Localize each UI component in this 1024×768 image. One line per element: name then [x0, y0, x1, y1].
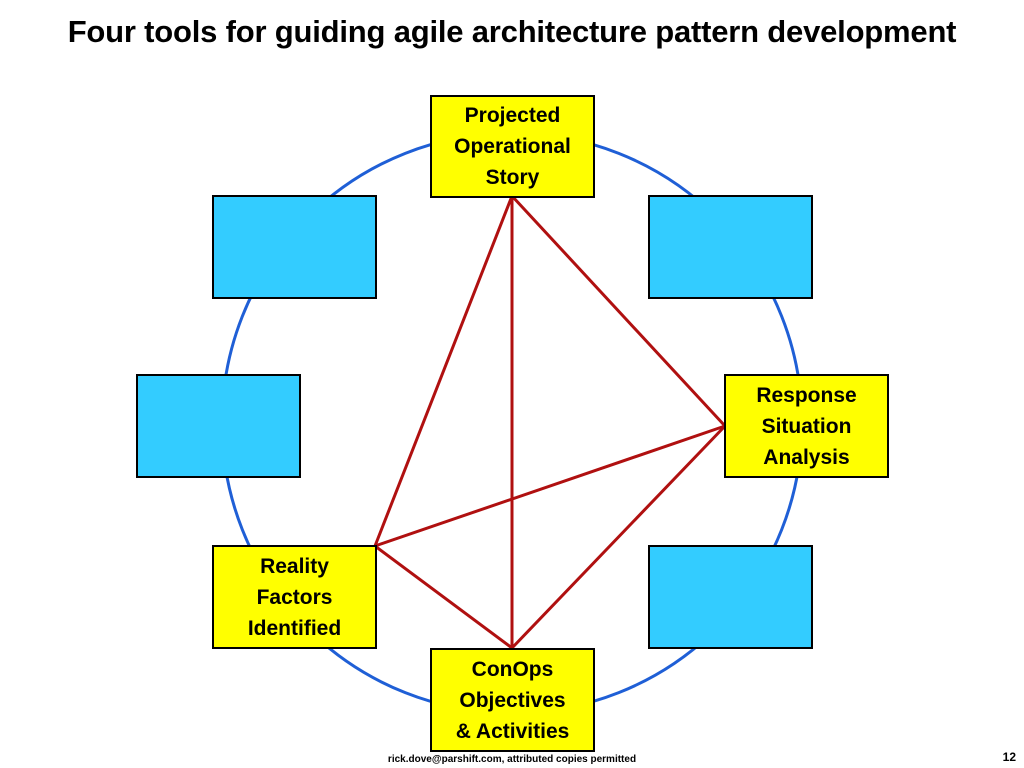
node-response-situation-analysis: Response Situation Analysis: [724, 374, 889, 478]
node-conops-line-1: ConOps: [471, 657, 554, 681]
node-projected-operational-story: Projected Operational Story: [430, 95, 595, 198]
node-projected-line-1: Projected: [464, 104, 561, 127]
line-response-conops: [510, 424, 727, 650]
node-conops-line-3: & Activities: [455, 719, 570, 743]
node-response-line-1: Response: [756, 383, 857, 407]
line-projected-response: [510, 194, 727, 428]
page-number: 12: [1002, 750, 1016, 764]
blue-box-upper-right: [648, 195, 813, 299]
node-projected-line-3: Story: [485, 166, 540, 189]
footer-credit: rick.dove@parshift.com, attributed copie…: [387, 754, 637, 765]
connector-lines: [373, 194, 727, 650]
node-projected-line-2: Operational: [454, 135, 571, 158]
slide-title: Four tools for guiding agile architectur…: [67, 14, 957, 49]
blue-box-upper-left: [212, 195, 377, 299]
line-projected-reality: [373, 195, 514, 547]
node-reality-line-3: Identified: [247, 616, 342, 640]
node-reality-factors-identified: Reality Factors Identified: [212, 545, 377, 649]
blue-box-left: [136, 374, 301, 478]
node-response-line-3: Analysis: [763, 445, 850, 469]
node-conops-line-2: Objectives: [459, 688, 566, 712]
line-reality-conops: [374, 544, 513, 650]
node-reality-line-2: Factors: [256, 585, 333, 609]
node-reality-line-1: Reality: [260, 554, 329, 578]
node-response-line-2: Situation: [761, 414, 852, 438]
line-reality-response: [374, 424, 726, 548]
node-conops-objectives-activities: ConOps Objectives & Activities: [430, 648, 595, 752]
blue-box-lower-right: [648, 545, 813, 649]
